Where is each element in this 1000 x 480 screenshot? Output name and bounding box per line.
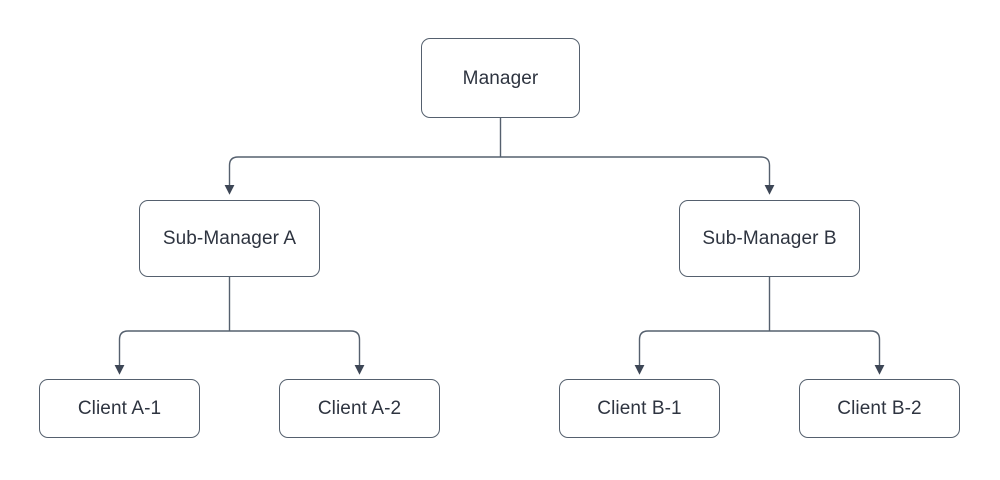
- node-sub-manager-a-label: Sub-Manager A: [162, 228, 297, 249]
- node-sub-manager-b[interactable]: Sub-Manager B: [679, 200, 860, 277]
- node-client-a-1[interactable]: Client A-1: [39, 379, 200, 438]
- node-manager[interactable]: Manager: [421, 38, 580, 118]
- node-client-b-2-label: Client B-2: [837, 398, 922, 419]
- node-client-a-2[interactable]: Client A-2: [279, 379, 440, 438]
- edge-sub-b-client-b-2: [769, 330, 885, 375]
- edge-manager-sub-a: [224, 156, 501, 195]
- node-client-b-1[interactable]: Client B-1: [559, 379, 720, 438]
- node-client-b-1-label: Client B-1: [597, 398, 682, 419]
- edge-sub-a-client-a-2: [229, 330, 365, 375]
- node-manager-label: Manager: [462, 67, 539, 89]
- node-sub-manager-b-label: Sub-Manager B: [702, 228, 837, 249]
- node-client-a-1-label: Client A-1: [77, 398, 162, 419]
- edge-sub-a-client-a-1: [114, 330, 230, 375]
- edge-sub-b-client-b-1: [634, 330, 770, 375]
- edge-manager-sub-b: [500, 156, 775, 195]
- node-client-b-2[interactable]: Client B-2: [799, 379, 960, 438]
- node-client-a-2-label: Client A-2: [317, 398, 402, 419]
- node-sub-manager-a[interactable]: Sub-Manager A: [139, 200, 320, 277]
